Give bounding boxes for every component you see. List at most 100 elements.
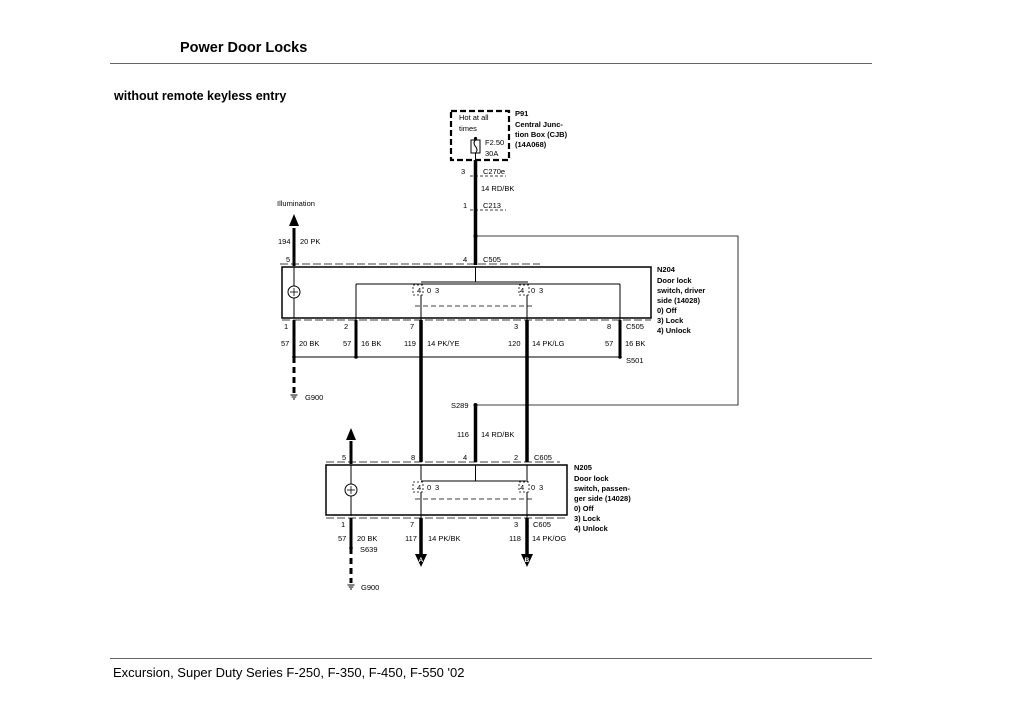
- driver-pin-1: 1: [284, 322, 288, 331]
- passenger-feed-wire-label: 14 RD/BK: [481, 430, 514, 439]
- driver-mode-off: 0) Off: [657, 306, 677, 315]
- driver-contact-right-4: 4: [520, 286, 524, 295]
- passenger-pin-3: 3: [514, 520, 518, 529]
- passenger-switch-body: [325, 464, 568, 516]
- driver-circuit-57-a: 57: [281, 339, 289, 348]
- driver-wire-20bk: 20 BK: [299, 339, 319, 348]
- passenger-pin-1: 1: [341, 520, 345, 529]
- passenger-top-pin-4: 4: [463, 453, 467, 462]
- fuse-rating: 30A: [485, 149, 498, 158]
- passenger-top-pin-5: 5: [342, 453, 346, 462]
- connector-a-label: A: [419, 557, 424, 564]
- hot-label-1: Hot at all: [459, 113, 489, 122]
- c505-top-label: C505: [483, 255, 501, 264]
- cjb-ref: P91: [515, 109, 528, 118]
- fuse-id: F2.50: [485, 138, 504, 147]
- passenger-contact-left-3: 3: [435, 483, 439, 492]
- connector-b-arrow: [521, 554, 533, 567]
- c270e-label: C270e: [483, 167, 505, 176]
- driver-switch-name-3: side (14028): [657, 296, 700, 305]
- driver-switch-ref: N204: [657, 265, 676, 274]
- cjb-box: Hot at all times F2.50 30A: [449, 109, 511, 162]
- driver-contact-left-3: 3: [435, 286, 439, 295]
- passenger-feed-circuit: 116: [457, 430, 469, 439]
- feed-wire-label: 14 RD/BK: [481, 184, 514, 193]
- g900-lower: G900: [361, 583, 379, 592]
- passenger-switch-name-2: switch, passen-: [574, 484, 630, 493]
- passenger-contact-right-4: 4: [520, 483, 524, 492]
- driver-pin-7: 7: [410, 322, 414, 331]
- driver-contact-right-3: 3: [539, 286, 543, 295]
- passenger-contact-right-3: 3: [539, 483, 543, 492]
- connector-a-arrow: [415, 554, 427, 567]
- driver-wire-14pkye: 14 PK/YE: [427, 339, 460, 348]
- driver-switch-body: [281, 266, 652, 319]
- passenger-mode-lock: 3) Lock: [574, 514, 601, 523]
- driver-contact-right-0: 0: [531, 286, 535, 295]
- passenger-switch-name-3: ger side (14028): [574, 494, 631, 503]
- passenger-circuit-117: 117: [405, 534, 417, 543]
- passenger-top-pin-2: 2: [514, 453, 518, 462]
- cjb-name-2: tion Box (CJB): [515, 130, 568, 139]
- cjb-name-1: Central Junc-: [515, 120, 563, 129]
- driver-pin-3: 3: [514, 322, 518, 331]
- passenger-pin-7: 7: [410, 520, 414, 529]
- driver-mode-unlock: 4) Unlock: [657, 326, 692, 335]
- illumination-circuit: 194: [278, 237, 291, 246]
- passenger-switch-ref: N205: [574, 463, 592, 472]
- driver-circuit-57-b: 57: [343, 339, 351, 348]
- top-rule: [110, 63, 872, 64]
- driver-circuit-119: 119: [404, 339, 416, 348]
- s501-label: S501: [626, 356, 644, 365]
- passenger-wire-14pkog: 14 PK/OG: [532, 534, 566, 543]
- cjb-name-3: (14A068): [515, 140, 547, 149]
- ground-icon-g900-lower: [347, 584, 355, 590]
- passenger-c605-bottom: C605: [533, 520, 551, 529]
- connector-b-label: B: [525, 557, 530, 564]
- passenger-contact-right-0: 0: [531, 483, 535, 492]
- passenger-circuit-57: 57: [338, 534, 346, 543]
- c270e-pin: 3: [461, 167, 465, 176]
- passenger-contact-left-4: 4: [417, 483, 421, 492]
- passenger-c605-top: C605: [534, 453, 552, 462]
- passenger-wire-14pkbk: 14 PK/BK: [428, 534, 461, 543]
- driver-contact-left-4: 4: [417, 286, 421, 295]
- illumination-arrow: [289, 214, 299, 226]
- driver-pin-2: 2: [344, 322, 348, 331]
- passenger-top-pin-8: 8: [411, 453, 415, 462]
- s289-label: S289: [451, 401, 469, 410]
- c505-top-pin-5: 5: [286, 255, 290, 264]
- driver-c505-bottom: C505: [626, 322, 644, 331]
- passenger-illumination-arrow: [346, 428, 356, 440]
- driver-pin-8: 8: [607, 322, 611, 331]
- driver-wire-16bk-b: 16 BK: [625, 339, 645, 348]
- driver-circuit-120: 120: [508, 339, 521, 348]
- passenger-mode-unlock: 4) Unlock: [574, 524, 609, 533]
- driver-wire-14pklg: 14 PK/LG: [532, 339, 565, 348]
- driver-switch-name-1: Door lock: [657, 276, 692, 285]
- driver-circuit-57-c: 57: [605, 339, 613, 348]
- ground-icon-g900-upper: [290, 394, 298, 400]
- driver-wire-16bk-a: 16 BK: [361, 339, 381, 348]
- page-title: Power Door Locks: [180, 40, 308, 56]
- passenger-circuit-118: 118: [509, 534, 521, 543]
- passenger-mode-off: 0) Off: [574, 504, 594, 513]
- passenger-switch-name-1: Door lock: [574, 474, 609, 483]
- bypass-wire: [475, 235, 739, 406]
- c505-top-pin-4: 4: [463, 255, 467, 264]
- c213-pin: 1: [463, 201, 467, 210]
- passenger-wire-20bk: 20 BK: [357, 534, 377, 543]
- c213-label: C213: [483, 201, 501, 210]
- illumination-wire-label: 20 PK: [300, 237, 320, 246]
- illumination-label: Illumination: [277, 199, 315, 208]
- page-subtitle: without remote keyless entry: [114, 89, 287, 103]
- driver-switch-name-2: switch, driver: [657, 286, 705, 295]
- passenger-contact-left-0: 0: [427, 483, 431, 492]
- driver-mode-lock: 3) Lock: [657, 316, 684, 325]
- bottom-rule: [110, 658, 872, 659]
- g900-upper: G900: [305, 393, 323, 402]
- page-footer: Excursion, Super Duty Series F-250, F-35…: [113, 665, 465, 680]
- driver-contact-left-0: 0: [427, 286, 431, 295]
- s639-label: S639: [360, 545, 378, 554]
